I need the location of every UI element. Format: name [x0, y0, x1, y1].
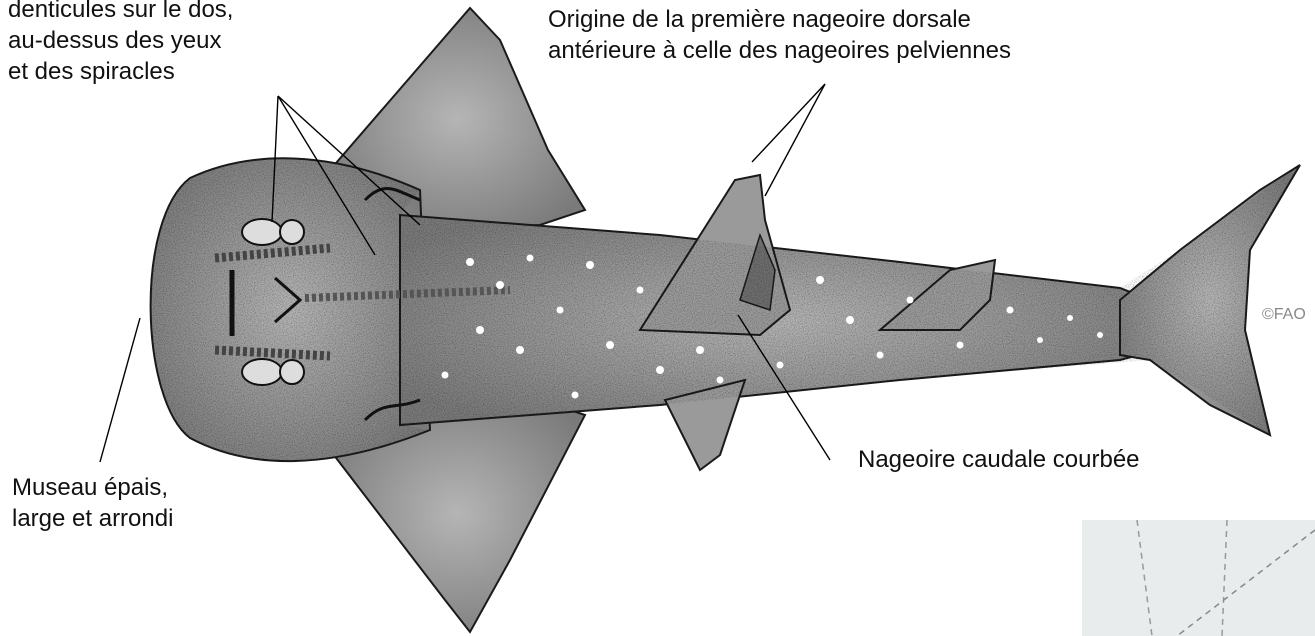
upper-eye [242, 219, 282, 245]
lower-eye-right [280, 360, 304, 384]
leader-origine-1 [752, 84, 825, 162]
lower-eye [242, 359, 282, 385]
leader-origine-2 [765, 84, 825, 196]
photo-fragment-graphic [1082, 520, 1315, 636]
leader-museau [100, 318, 140, 462]
photo-fragment [1082, 520, 1315, 636]
upper-eye-right [280, 220, 304, 244]
